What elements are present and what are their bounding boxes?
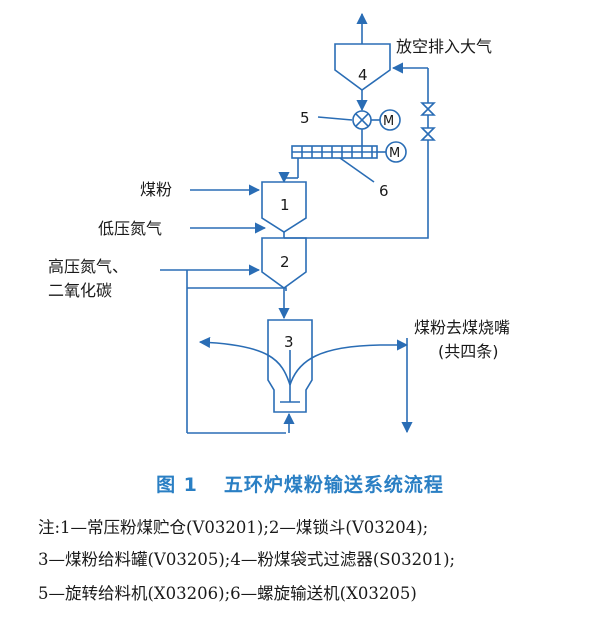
figure-caption: 图 1 五环炉煤粉输送系统流程 (0, 470, 600, 497)
high-n2-label-2: 二氧化碳 (48, 281, 112, 300)
figure-title: 五环炉煤粉输送系统流程 (223, 474, 444, 496)
note-line-3: 5—旋转给料机(X03206);6—螺旋输送机(X03205) (38, 584, 417, 603)
vent-return-line (284, 68, 429, 239)
high-n2-label-1: 高压氮气、 (48, 257, 128, 276)
valve-upper (420, 102, 436, 116)
note-line-1: 注:1—常压粉煤贮仓(V03201);2—煤锁斗(V03204); (38, 518, 429, 537)
outlet-left (198, 336, 291, 386)
low-n2-label: 低压氮气 (98, 219, 162, 238)
motor-5-label: M (383, 114, 394, 129)
figure-number: 图 1 (156, 474, 198, 496)
eq5-label: 5 (300, 109, 310, 127)
to-burner-label-1: 煤粉去煤烧嘴 (414, 318, 510, 337)
motor-6 (385, 141, 407, 163)
vent-label: 放空排入大气 (396, 37, 492, 56)
to-burner-label-2: (共四条) (438, 342, 499, 361)
eq6-label: 6 (379, 182, 389, 200)
eq4-label: 4 (358, 66, 368, 84)
valve-lower (420, 127, 436, 141)
eq1-label: 1 (280, 196, 290, 214)
motor-5 (379, 109, 401, 131)
note-line-2: 3—煤粉给料罐(V03205);4—粉煤袋式过滤器(S03201); (38, 550, 456, 569)
flow-diagram: 放空排入大气 4 5 M M 6 煤粉 1 低压氮气 2 高压氮气、 二氧化碳 … (48, 12, 510, 434)
motor-6-label: M (389, 146, 400, 161)
bag-filter-4 (334, 43, 391, 91)
outlet-right (289, 339, 409, 386)
eq3-label: 3 (284, 333, 294, 351)
eq2-label: 2 (280, 253, 290, 271)
storage-bin-1 (261, 181, 307, 233)
coal-powder-label: 煤粉 (140, 180, 172, 199)
